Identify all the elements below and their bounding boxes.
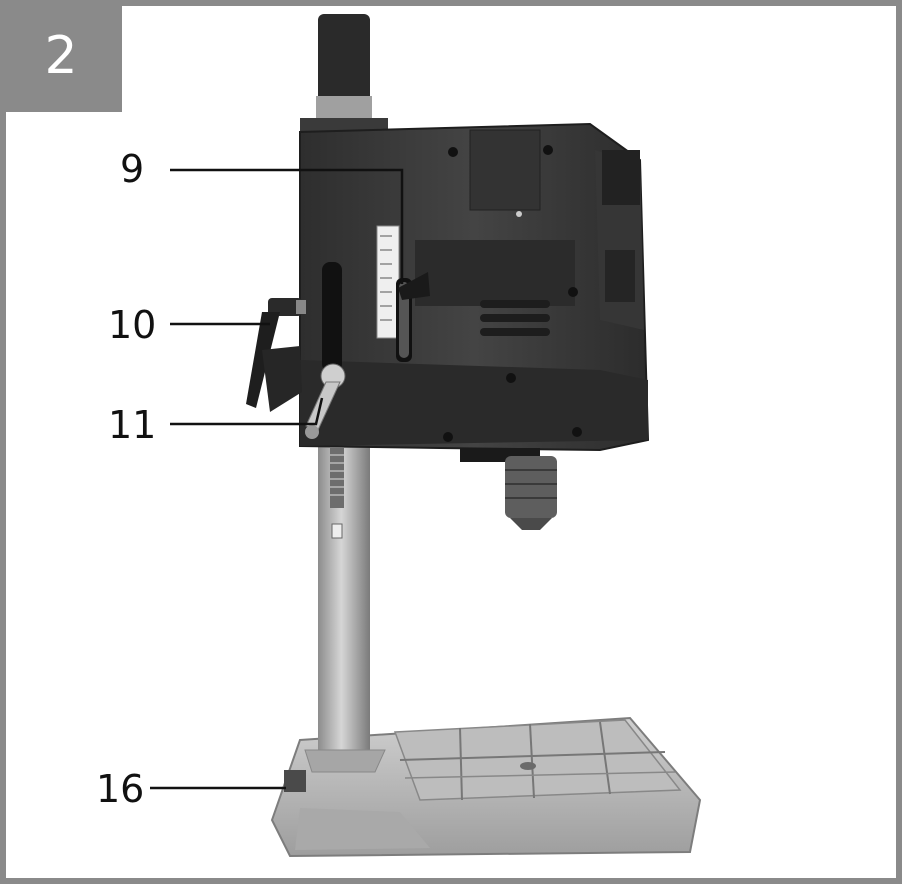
feed-handle — [246, 298, 306, 412]
leader-line-11 — [170, 397, 324, 426]
drill-head — [299, 122, 650, 452]
depth-stop-knob — [398, 272, 430, 300]
column-cap — [300, 14, 388, 136]
callout-label-9: 9 — [120, 147, 145, 191]
leader-line-9 — [170, 168, 404, 284]
depth-scale-column — [330, 448, 344, 508]
figure-number-badge: 2 — [0, 0, 122, 112]
lock-lever — [305, 363, 346, 439]
depth-gauge — [376, 225, 430, 362]
drill-chuck — [460, 448, 557, 530]
column — [304, 420, 386, 773]
column-clamp-bolt — [284, 770, 306, 792]
callout-lines — [150, 168, 404, 790]
callout-label-16: 16 — [96, 767, 145, 811]
warning-label — [331, 523, 343, 539]
callout-label-10: 10 — [108, 303, 157, 347]
callout-label-11: 11 — [108, 403, 157, 447]
